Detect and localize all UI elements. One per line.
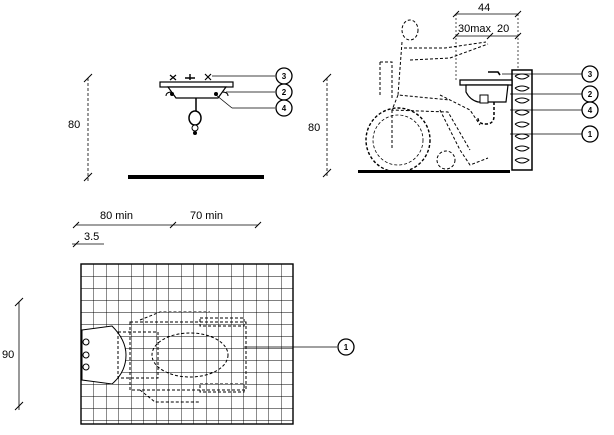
front-view: 80 3 [68, 67, 293, 182]
svg-text:3: 3 [282, 72, 287, 81]
side-callout-1: 1 [510, 125, 599, 143]
plan-wheelchair-figure [117, 311, 247, 403]
sub-dimension-b-label: 20 [497, 23, 509, 35]
front-floor-line [128, 175, 264, 179]
side-height-dimension: 80 [308, 73, 332, 178]
plan-dim-small-label: 3.5 [84, 231, 99, 243]
plan-view: 80 min 70 min 3.5 90 [2, 210, 355, 425]
svg-text:1: 1 [344, 343, 349, 352]
front-callout-3: 3 [212, 67, 293, 85]
svg-text:4: 4 [588, 106, 593, 115]
front-callout-2: 2 [226, 83, 293, 101]
svg-text:4: 4 [282, 104, 287, 113]
top-dimension-label: 44 [478, 2, 490, 14]
plan-callout-1: 1 [244, 338, 355, 356]
wheelchair-user-figure [365, 19, 489, 173]
side-view: 80 44 30max 20 [308, 2, 599, 178]
svg-text:2: 2 [282, 88, 287, 97]
side-callout-4: 4 [510, 101, 599, 119]
svg-text:1: 1 [588, 130, 593, 139]
plan-horizontal-dimensions: 80 min 70 min 3.5 [72, 210, 262, 248]
side-basin [459, 71, 513, 125]
front-callout-4: 4 [215, 94, 293, 117]
plan-dim-right-label: 70 min [190, 210, 223, 222]
front-height-dimension: 80 [68, 73, 93, 182]
plan-height-label: 90 [2, 349, 14, 361]
side-wall [511, 69, 533, 171]
side-floor-line [358, 170, 510, 173]
svg-text:2: 2 [588, 90, 593, 99]
plan-height-dimension: 90 [2, 297, 24, 411]
svg-text:3: 3 [588, 70, 593, 79]
front-height-label: 80 [68, 119, 80, 131]
front-basin [159, 73, 234, 135]
side-height-label: 80 [308, 122, 320, 134]
plan-basin [81, 325, 127, 385]
side-callout-3: 3 [502, 65, 599, 83]
sub-dimension-a-label: 30max [458, 23, 492, 35]
side-top-dimensions: 44 30max 20 [452, 2, 522, 80]
plan-dim-left-label: 80 min [100, 210, 133, 222]
